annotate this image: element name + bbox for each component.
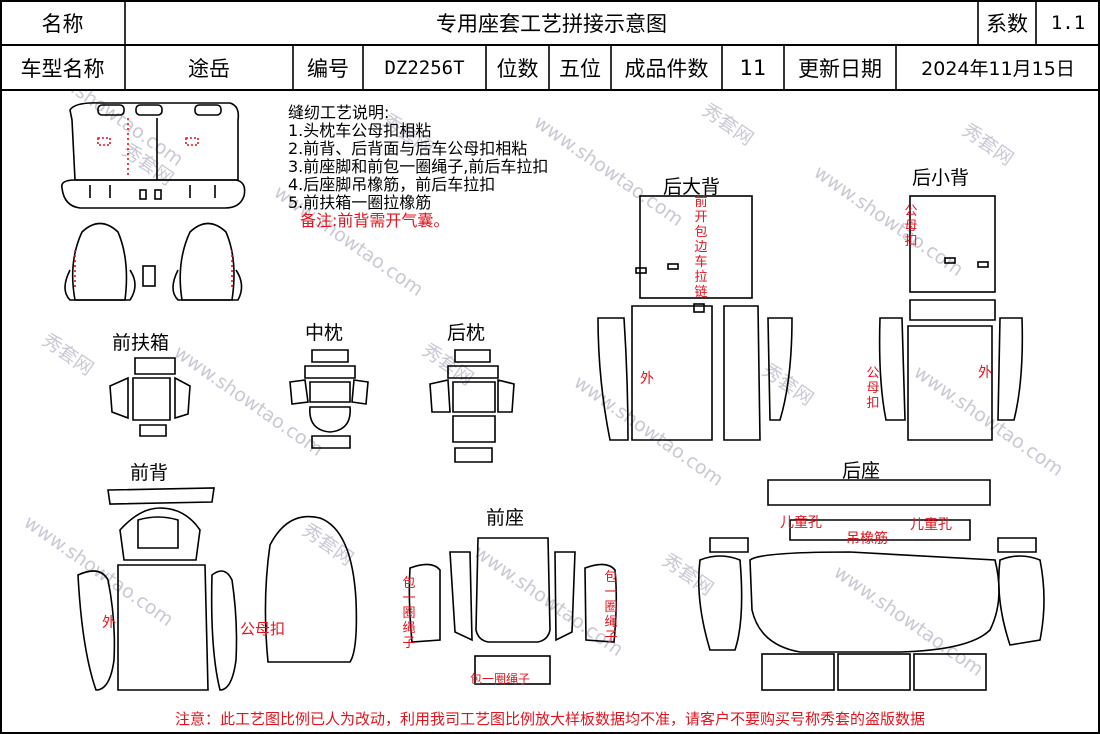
- rear-large-back-pieces: [597, 195, 793, 441]
- seats-value: 五位: [559, 56, 601, 81]
- annotation-outer: 外: [640, 371, 654, 387]
- annotation-rope-right: 包一圈绳子: [604, 570, 618, 645]
- note-item: 4.后座脚吊橡筋，前后车拉扣: [288, 175, 496, 194]
- front-back-pieces: [77, 487, 358, 691]
- label-rear-seat: 后座: [842, 460, 881, 482]
- annotation-snap: 公母扣: [866, 366, 880, 411]
- model-label: 车型名称: [20, 56, 105, 81]
- middle-headrest-pieces: [289, 349, 369, 449]
- remark-note: 备注:前背需开气囊。: [300, 211, 450, 230]
- label-rear-small-back: 后小背: [912, 167, 970, 189]
- pieces-value: 11: [739, 55, 767, 80]
- sewing-notes: 缝纫工艺说明: 1.头枕车公母扣相粘 2.前背、后背面与后车公母扣相粘 3.前座…: [288, 104, 548, 230]
- rear-headrest-pieces: [429, 349, 515, 463]
- notes-heading: 缝纫工艺说明:: [288, 103, 390, 122]
- page-title: 专用座套工艺拼接示意图: [436, 11, 667, 36]
- footer-warning: 注意：此工艺图比例已人为改动，利用我司工艺图比例放大样板数据均不准，请客户不要购…: [174, 710, 925, 728]
- note-item: 3.前座脚和前包一圈绳子,前后车拉扣: [288, 157, 549, 176]
- rear-seat-pieces: [698, 479, 1045, 691]
- front-seats-overview: [64, 222, 243, 301]
- header-row-1: 名称 专用座套工艺拼接示意图 系数 1.1: [0, 0, 1100, 45]
- front-seat-pieces: [408, 537, 618, 685]
- name-label: 名称: [41, 11, 84, 36]
- label-front-back: 前背: [130, 462, 169, 484]
- note-item: 5.前扶箱一圈拉橡筋: [288, 193, 432, 212]
- label-middle-headrest: 中枕: [305, 322, 344, 344]
- date-value: 2024年11月15日: [921, 58, 1075, 80]
- rear-bench-overview: [60, 102, 246, 209]
- label-rear-headrest: 后枕: [447, 322, 486, 344]
- code-value: DZ2256T: [384, 56, 465, 79]
- rear-small-back-pieces: [878, 195, 1024, 441]
- coef-value: 1.1: [1050, 11, 1086, 34]
- header-table: 名称 专用座套工艺拼接示意图 系数 1.1 车型名称 途岳 编号 DZ2256T…: [0, 0, 1100, 90]
- model-value: 途岳: [188, 56, 230, 81]
- annotation-rope-left: 包一圈绳子: [402, 576, 416, 651]
- coef-label: 系数: [986, 11, 1028, 36]
- label-rear-large-back: 后大背: [663, 176, 721, 198]
- note-item: 2.前背、后背面与后车公母扣相粘: [288, 139, 528, 158]
- note-item: 1.头枕车公母扣相粘: [288, 121, 432, 140]
- annotation-child-hole: 儿童孔: [910, 517, 952, 533]
- annotation-snap: 公母扣: [240, 620, 286, 638]
- annotation-outer: 外: [978, 365, 992, 381]
- label-front-armrest: 前扶箱: [112, 332, 170, 354]
- annotation-child-hole: 儿童孔: [780, 515, 822, 531]
- annotation-snap: 公母扣: [904, 204, 918, 249]
- header-row-2: 车型名称 途岳 编号 DZ2256T 位数 五位 成品件数 11 更新日期 20…: [0, 45, 1100, 90]
- code-label: 编号: [307, 56, 349, 81]
- annotation-rope-bottom: 包一圈绳子: [470, 672, 531, 686]
- front-armrest-pieces: [109, 357, 191, 437]
- date-label: 更新日期: [798, 56, 882, 81]
- annotation-elastic: 吊橡筋: [846, 531, 888, 547]
- annotation-outer: 外: [102, 615, 116, 631]
- seats-label: 位数: [496, 56, 539, 81]
- pieces-label: 成品件数: [624, 56, 709, 81]
- annotation-zipper: 前开包边车拉链: [694, 195, 708, 300]
- label-front-seat: 前座: [486, 507, 525, 529]
